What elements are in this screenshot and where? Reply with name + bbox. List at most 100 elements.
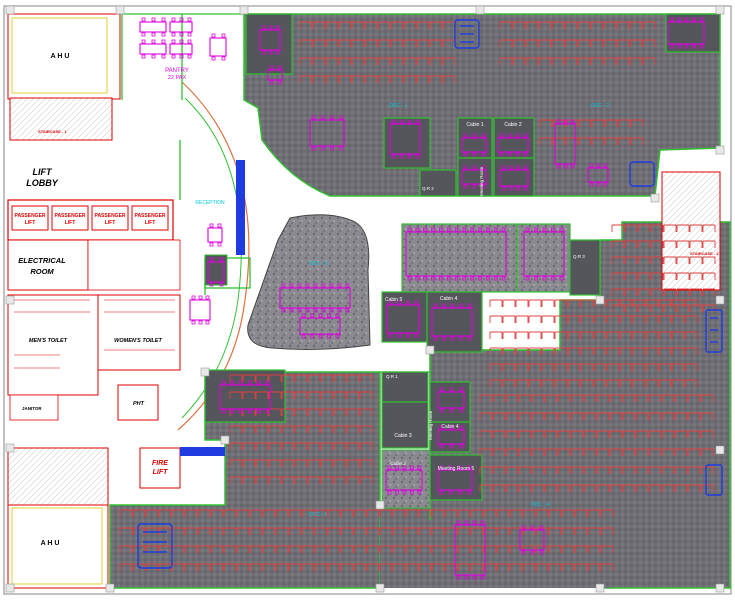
meeting-chair [310, 334, 314, 339]
workstation-desk [676, 272, 690, 280]
meeting-chair [405, 333, 410, 338]
meeting-chair [217, 242, 222, 247]
meeting-chair [523, 186, 528, 191]
meeting-table [169, 21, 193, 33]
workstation-desk [593, 347, 607, 355]
meeting-chair [179, 39, 184, 44]
meeting-chair [277, 80, 282, 85]
meeting-chair [205, 295, 210, 300]
workstation-desk [518, 466, 532, 474]
workstation-desk [580, 347, 594, 355]
workstation-desk [184, 545, 198, 553]
workstation-desk [663, 256, 677, 264]
workstation-desk [645, 299, 659, 307]
workstation-desk [554, 363, 568, 371]
meeting-table [461, 137, 487, 153]
meeting-chair [187, 54, 192, 59]
meeting-chair [305, 283, 310, 288]
meeting-chair [318, 313, 323, 318]
meeting-chair [462, 227, 467, 232]
workstation-desk [564, 21, 578, 29]
meeting-chair [439, 425, 444, 430]
workstation-desk [320, 374, 334, 382]
meeting-table [385, 469, 423, 491]
workstation-desk [580, 363, 594, 371]
workstation-desk [541, 315, 555, 323]
pantry-label: PANTRY [165, 68, 189, 74]
meeting-chair [459, 408, 464, 413]
toilet-fixtures [14, 299, 175, 369]
workstation-desk [379, 509, 393, 517]
workstation-desk [619, 331, 633, 339]
workstation-desk [637, 256, 651, 264]
meeting-chair [472, 520, 477, 525]
workstation-desk [648, 484, 662, 492]
workstation-desk [619, 363, 633, 371]
meeting-chair [407, 276, 412, 281]
meeting-table [139, 43, 167, 55]
meeting-chair [481, 184, 486, 189]
workstation-desk [236, 509, 250, 517]
workstation-desk [522, 563, 536, 571]
meeting-chair [454, 276, 459, 281]
workstation-desk [689, 288, 703, 296]
meeting-chair [397, 300, 402, 305]
meeting-chair [523, 165, 528, 170]
workstation-desk [583, 412, 597, 420]
workstation-desk [255, 442, 269, 450]
workstation-desk [442, 57, 456, 65]
workstation-desk [650, 256, 664, 264]
workstation-desk [671, 299, 685, 307]
meeting-chair [464, 520, 469, 525]
meeting-chair [407, 154, 412, 159]
meeting-table [207, 261, 225, 283]
workstation-desk [539, 137, 553, 145]
workstation-desk [431, 527, 445, 535]
workstation-desk [596, 430, 610, 438]
meeting-chair [521, 525, 526, 530]
workstation-desk [390, 39, 404, 47]
meeting-chair [467, 465, 472, 470]
meeting-table [437, 429, 465, 445]
workstation-desk [702, 224, 716, 232]
meeting-chair [414, 333, 419, 338]
workstation-desk [359, 391, 373, 399]
workstation-desk [483, 563, 497, 571]
workstation-desk [574, 563, 588, 571]
workstation-desk [320, 442, 334, 450]
meeting-chair [388, 333, 393, 338]
workstation-desk [496, 527, 510, 535]
meeting-table [554, 123, 576, 165]
meeting-chair [205, 320, 210, 325]
meeting-chair [464, 575, 469, 580]
workstation-desk [702, 304, 716, 312]
meeting-chair [399, 119, 404, 124]
meeting-chair [289, 283, 294, 288]
collaboration-lounge [247, 214, 371, 350]
workstation-desk [364, 57, 378, 65]
workstation-desk [515, 331, 529, 339]
workstation-desk [262, 545, 276, 553]
workstation-desk [663, 272, 677, 280]
meeting-chair [391, 119, 396, 124]
meeting-chair [209, 223, 214, 228]
meeting-chair [433, 303, 438, 308]
workstation-desk [591, 137, 605, 145]
workstation-desk [132, 509, 146, 517]
meeting-chair [230, 380, 235, 385]
workstation-desk [333, 374, 347, 382]
meeting-chair [692, 17, 696, 22]
meeting-chair [431, 276, 435, 281]
meeting-chair [459, 444, 464, 449]
workstation-desk [580, 315, 594, 323]
mens-toilet-label: MEN'S TOILET [29, 338, 68, 344]
workstation-desk [359, 442, 373, 450]
meeting-chair [551, 276, 555, 281]
workstation-desk [570, 412, 584, 420]
workstation-desk [635, 430, 649, 438]
staircase-1-label: STAIRCASE - 1 [38, 129, 67, 134]
workstation-desk [229, 476, 243, 484]
meeting-chair [151, 17, 156, 22]
meeting-chair [221, 56, 226, 61]
